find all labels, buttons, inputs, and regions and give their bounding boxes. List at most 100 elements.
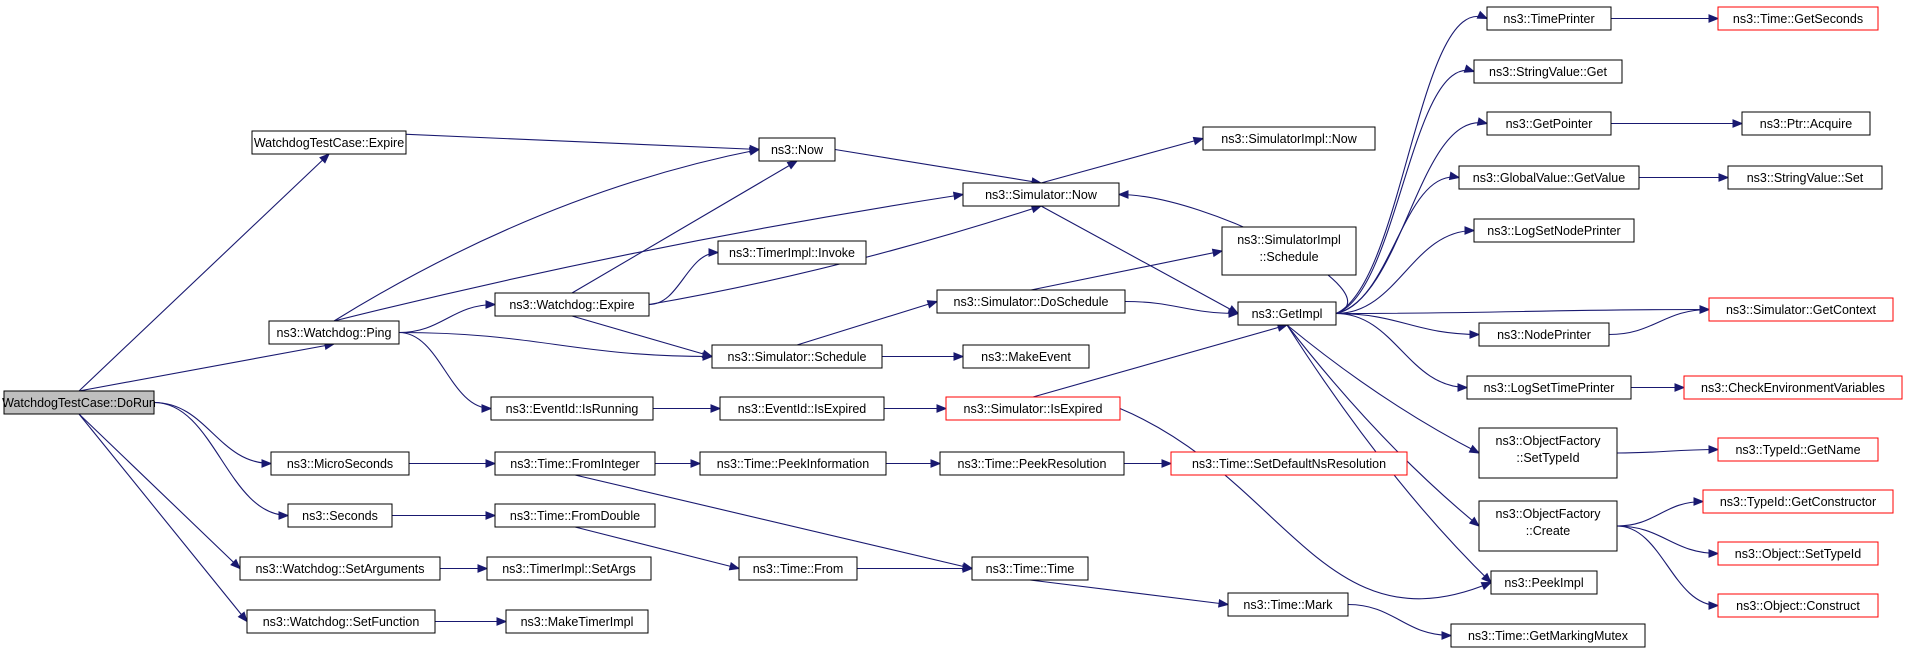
node-box[interactable] — [711, 344, 883, 369]
node-timeprinter[interactable]: ns3::TimePrinter — [1486, 6, 1612, 31]
node-box[interactable] — [494, 292, 650, 317]
node-box[interactable] — [490, 396, 654, 421]
node-box[interactable] — [268, 320, 400, 345]
node-objfactory-create[interactable]: ns3::ObjectFactory::Create — [1478, 500, 1618, 552]
node-box[interactable] — [719, 396, 885, 421]
node-box[interactable] — [505, 609, 649, 634]
node-tc-expire[interactable]: WatchdogTestCase::Expire — [251, 130, 407, 155]
node-time-mark[interactable]: ns3::Time::Mark — [1227, 592, 1349, 617]
node-box[interactable] — [1717, 437, 1879, 462]
node-box[interactable] — [738, 556, 858, 581]
node-box[interactable] — [1170, 451, 1408, 476]
node-box[interactable] — [1702, 489, 1894, 514]
node-seconds[interactable]: ns3::Seconds — [287, 503, 393, 528]
node-box[interactable] — [1741, 111, 1871, 136]
node-box[interactable] — [270, 451, 410, 476]
node-box[interactable] — [1490, 570, 1598, 595]
node-typeid-getname[interactable]: ns3::TypeId::GetName — [1717, 437, 1879, 462]
node-box[interactable] — [246, 609, 436, 634]
node-box[interactable] — [1466, 375, 1632, 400]
node-now[interactable]: ns3::Now — [758, 137, 836, 162]
node-time-setdefaultres[interactable]: ns3::Time::SetDefaultNsResolution — [1170, 451, 1408, 476]
node-box[interactable] — [287, 503, 393, 528]
node-box[interactable] — [1221, 226, 1357, 276]
node-time-time[interactable]: ns3::Time::Time — [971, 556, 1089, 581]
node-object-settypeid[interactable]: ns3::Object::SetTypeId — [1717, 541, 1879, 566]
node-time-getmarkingmutex[interactable]: ns3::Time::GetMarkingMutex — [1450, 623, 1646, 648]
node-logsettimeprinter[interactable]: ns3::LogSetTimePrinter — [1466, 375, 1632, 400]
node-box[interactable] — [1478, 427, 1618, 479]
node-wd-expire[interactable]: ns3::Watchdog::Expire — [494, 292, 650, 317]
node-box[interactable] — [1473, 218, 1635, 243]
node-box[interactable] — [494, 503, 656, 528]
node-box[interactable] — [1478, 322, 1610, 347]
node-getpointer[interactable]: ns3::GetPointer — [1486, 111, 1612, 136]
node-globalvalue-getvalue[interactable]: ns3::GlobalValue::GetValue — [1458, 165, 1640, 190]
node-box[interactable] — [758, 137, 836, 162]
node-simimpl-schedule[interactable]: ns3::SimulatorImpl::Schedule — [1221, 226, 1357, 276]
node-box[interactable] — [239, 556, 441, 581]
node-time-getseconds[interactable]: ns3::Time::GetSeconds — [1717, 6, 1879, 31]
node-checkenvvars[interactable]: ns3::CheckEnvironmentVariables — [1683, 375, 1903, 400]
node-stringvalue-get[interactable]: ns3::StringValue::Get — [1473, 59, 1623, 84]
node-simimpl-now[interactable]: ns3::SimulatorImpl::Now — [1202, 126, 1376, 151]
node-stringvalue-set[interactable]: ns3::StringValue::Set — [1727, 165, 1883, 190]
node-box[interactable] — [1478, 500, 1618, 552]
node-box[interactable] — [939, 451, 1125, 476]
node-box[interactable] — [1450, 623, 1646, 648]
node-setfunction[interactable]: ns3::Watchdog::SetFunction — [246, 609, 436, 634]
node-logsetnodeprinter[interactable]: ns3::LogSetNodePrinter — [1473, 218, 1635, 243]
node-typeid-getconstructor[interactable]: ns3::TypeId::GetConstructor — [1702, 489, 1894, 514]
node-time-peekinfo[interactable]: ns3::Time::PeekInformation — [699, 451, 887, 476]
node-box[interactable] — [1227, 592, 1349, 617]
node-eventid-isexpired[interactable]: ns3::EventId::IsExpired — [719, 396, 885, 421]
node-time-fromdouble[interactable]: ns3::Time::FromDouble — [494, 503, 656, 528]
node-box[interactable] — [1727, 165, 1883, 190]
node-getimpl[interactable]: ns3::GetImpl — [1237, 301, 1337, 326]
node-sim-isexpired[interactable]: ns3::Simulator::IsExpired — [945, 396, 1121, 421]
node-box[interactable] — [717, 240, 867, 265]
node-box[interactable] — [962, 182, 1120, 207]
node-box[interactable] — [1717, 593, 1879, 618]
node-microseconds[interactable]: ns3::MicroSeconds — [270, 451, 410, 476]
node-box[interactable] — [1717, 6, 1879, 31]
node-sim-doschedule[interactable]: ns3::Simulator::DoSchedule — [936, 289, 1126, 314]
node-box[interactable] — [1486, 111, 1612, 136]
node-nodeprinter[interactable]: ns3::NodePrinter — [1478, 322, 1610, 347]
node-box[interactable] — [1202, 126, 1376, 151]
node-box[interactable] — [1486, 6, 1612, 31]
node-timerimpl-invoke[interactable]: ns3::TimerImpl::Invoke — [717, 240, 867, 265]
node-box[interactable] — [251, 130, 407, 155]
node-box[interactable] — [1708, 297, 1894, 322]
node-box[interactable] — [1237, 301, 1337, 326]
node-sim-getcontext[interactable]: ns3::Simulator::GetContext — [1708, 297, 1894, 322]
node-box[interactable] — [971, 556, 1089, 581]
node-box[interactable] — [1458, 165, 1640, 190]
node-maketimerimpl[interactable]: ns3::MakeTimerImpl — [505, 609, 649, 634]
node-box[interactable] — [1717, 541, 1879, 566]
node-objfactory-settypeid[interactable]: ns3::ObjectFactory::SetTypeId — [1478, 427, 1618, 479]
node-sim-schedule[interactable]: ns3::Simulator::Schedule — [711, 344, 883, 369]
node-sim-now[interactable]: ns3::Simulator::Now — [962, 182, 1120, 207]
node-time-peekres[interactable]: ns3::Time::PeekResolution — [939, 451, 1125, 476]
node-peekimpl[interactable]: ns3::PeekImpl — [1490, 570, 1598, 595]
node-timerimpl-setargs[interactable]: ns3::TimerImpl::SetArgs — [486, 556, 652, 581]
node-box[interactable] — [494, 451, 656, 476]
node-box[interactable] — [1473, 59, 1623, 84]
node-time-fromint[interactable]: ns3::Time::FromInteger — [494, 451, 656, 476]
node-box[interactable] — [699, 451, 887, 476]
node-box[interactable] — [945, 396, 1121, 421]
node-object-construct[interactable]: ns3::Object::Construct — [1717, 593, 1879, 618]
node-box[interactable] — [486, 556, 652, 581]
node-ptr-acquire[interactable]: ns3::Ptr::Acquire — [1741, 111, 1871, 136]
node-box[interactable] — [1683, 375, 1903, 400]
node-eventid-isrunning[interactable]: ns3::EventId::IsRunning — [490, 396, 654, 421]
node-makeevent[interactable]: ns3::MakeEvent — [962, 344, 1090, 369]
node-box[interactable] — [3, 390, 155, 415]
node-box[interactable] — [936, 289, 1126, 314]
node-dorun[interactable]: WatchdogTestCase::DoRun — [2, 390, 156, 415]
node-setarguments[interactable]: ns3::Watchdog::SetArguments — [239, 556, 441, 581]
node-time-from[interactable]: ns3::Time::From — [738, 556, 858, 581]
node-ping[interactable]: ns3::Watchdog::Ping — [268, 320, 400, 345]
node-box[interactable] — [962, 344, 1090, 369]
